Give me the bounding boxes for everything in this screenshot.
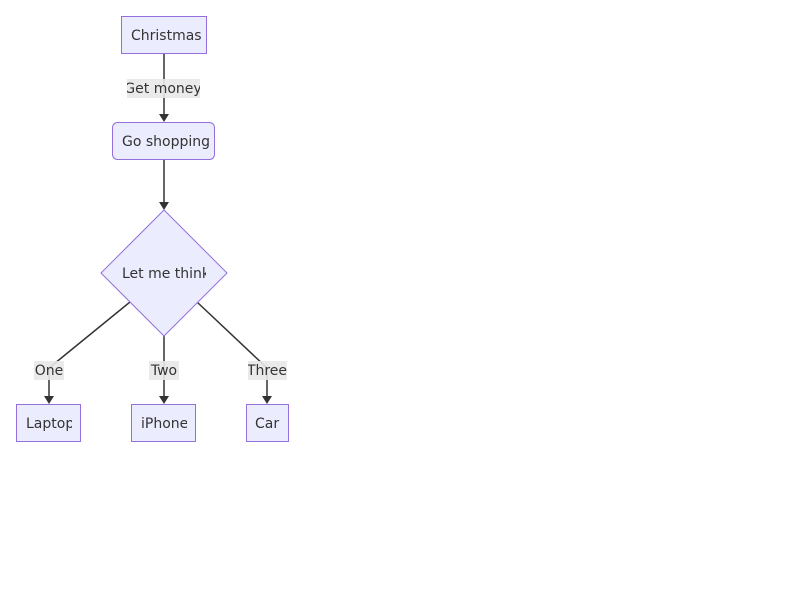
edge-think-laptop xyxy=(44,301,131,404)
node-let-me-think-label: Let me think xyxy=(122,266,211,282)
edge-label-one-text: One xyxy=(35,363,64,379)
edge-think-car xyxy=(196,301,272,404)
edge-label-three: Three xyxy=(246,361,287,380)
node-car-label: Car xyxy=(255,416,279,432)
edge-label-get-money: Get money xyxy=(124,79,201,98)
edge-label-two-text: Two xyxy=(150,363,177,379)
edge-label-one: One xyxy=(34,361,64,380)
node-go-shopping-label: Go shopping xyxy=(122,134,210,150)
node-go-shopping: Go shopping xyxy=(112,122,215,160)
edge-label-three-text: Three xyxy=(246,363,287,379)
node-laptop: Laptop xyxy=(16,404,81,442)
node-laptop-label: Laptop xyxy=(26,416,74,432)
node-car: Car xyxy=(246,404,289,442)
node-let-me-think: Let me think xyxy=(100,209,228,337)
edge-label-two: Two xyxy=(149,361,179,380)
edge-label-get-money-text: Get money xyxy=(124,81,201,97)
edge-shopping-think xyxy=(159,159,169,210)
node-christmas-label: Christmas xyxy=(131,28,202,44)
node-christmas: Christmas xyxy=(121,16,207,54)
node-iphone: iPhone xyxy=(131,404,196,442)
node-iphone-label: iPhone xyxy=(141,416,188,432)
